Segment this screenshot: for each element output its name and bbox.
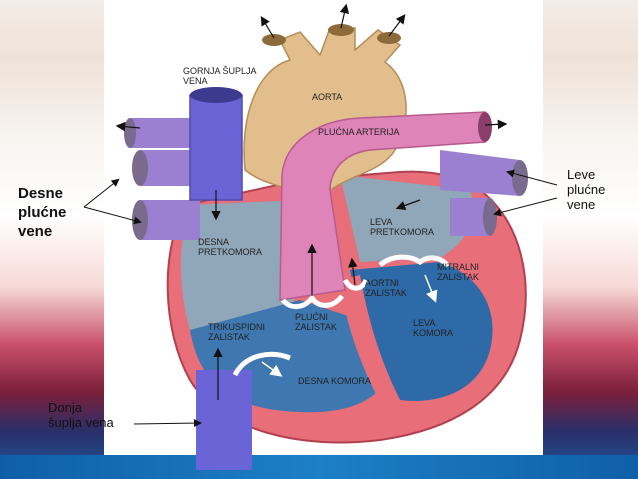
aortic-valve [342,278,369,291]
left-background-strip [0,0,104,479]
right-pulmonary-veins [132,150,200,240]
inferior-vena-cava [196,370,252,470]
label-line: DESNA [198,237,230,247]
label-line: MITRALNI [437,262,480,272]
label-line: Leve [567,167,596,182]
label-line: ZALISTAK [208,332,250,342]
tricuspid-valve [232,351,291,377]
label-line: TRIKUSPIDNI [208,322,266,332]
left-pulmonary-veins [440,150,528,236]
label-line: ZALISTAK [437,272,479,282]
label-desna-pretkomora: DESNA PRETKOMORA [198,237,262,257]
label-line: šuplja vena [48,415,114,430]
label-leva-pretkomora: LEVA PRETKOMORA [370,217,434,237]
label-mitralni-zalistak: MITRALNI ZALISTAK [437,262,479,282]
label-line: plućne [18,204,67,221]
label-line: ZALISTAK [365,288,407,298]
left-ventricle [350,262,493,401]
label-plucna-arterija: PLUĆNA ARTERIJA [318,127,400,137]
label-line: vene [18,223,53,240]
label-line: PLUĆNI [295,312,329,322]
label-desna-komora: DESNA KOMORA [298,376,372,386]
label-leve-plucne-vene: Leve plućne vene [567,167,605,212]
label-leva-komora: LEVA KOMORA [413,318,453,338]
pulmonary-valve [280,293,345,309]
label-line: LEVA [370,217,393,227]
septum [340,275,400,402]
label-line: LEVA [413,318,436,328]
label-line: AORTNI [365,278,399,288]
label-line: Desne [18,185,64,202]
label-gornja-suplja-vena: GORNJA ŠUPLJA VENA [183,66,257,86]
label-line: PRETKOMORA [198,247,263,257]
label-desne-plucne-vene: Desne plućne vene [18,184,66,241]
label-aortni-zalistak: AORTNI ZALISTAK [365,278,407,298]
label-line: Donja [48,400,82,415]
label-line: PRETKOMORA [370,227,435,237]
label-aorta: AORTA [312,92,343,102]
superior-vena-cava [189,94,243,201]
label-line: vene [567,197,596,212]
pulmonary-vein-left-branch [130,118,200,148]
label-line: GORNJA ŠUPLJA [183,66,257,76]
label-line: VENA [183,76,208,86]
label-donja-suplja-vena: Donja šuplja vena [48,400,114,430]
left-atrium [340,175,474,262]
right-atrium [181,200,300,340]
bottom-band [0,455,638,479]
label-plucni-zalistak: PLUĆNI ZALISTAK [295,312,337,332]
label-trikuspidni-zalistak: TRIKUSPIDNI ZALISTAK [208,322,265,342]
right-background-strip [543,0,638,479]
label-line: plućne [567,182,606,197]
mitral-valve [378,254,450,268]
label-line: ZALISTAK [295,322,337,332]
label-line: KOMORA [413,328,454,338]
